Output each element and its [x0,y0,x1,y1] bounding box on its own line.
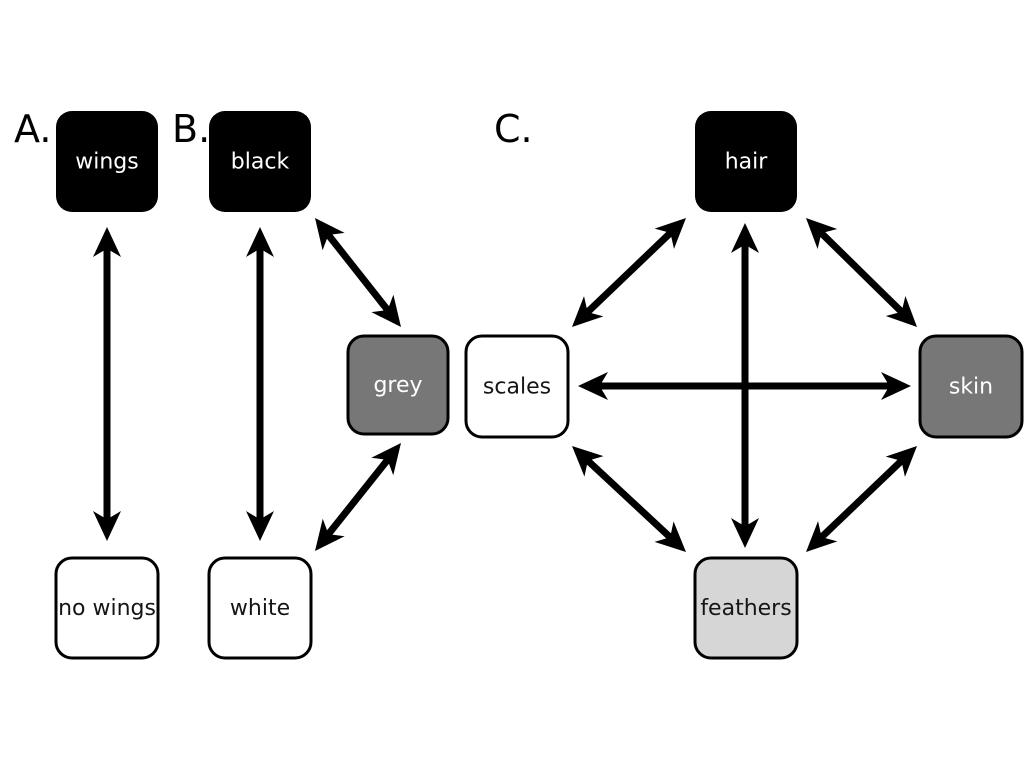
node-label-white: white [230,596,290,621]
node-box-black[interactable] [209,111,311,212]
edge-wings-to-no-wings [93,227,121,541]
node-feathers[interactable]: feathers [693,556,799,660]
node-box-skin[interactable] [918,334,1024,439]
node-box-hair[interactable] [695,111,797,212]
edge-scales-to-hair [572,218,686,327]
edge-feathers-to-skin [806,446,917,552]
node-wings[interactable]: wings [56,111,158,212]
node-grey[interactable]: grey [346,334,450,436]
node-label-black: black [231,150,290,175]
edge-grey-to-white [315,443,401,551]
node-box-grey[interactable] [346,334,450,436]
nodes-layer: wings no wings black grey white hair scales ski… [54,111,1024,660]
node-box-scales[interactable] [464,334,570,439]
node-label-grey: grey [373,373,422,398]
node-label-no-wings: no wings [58,596,156,621]
node-box-no-wings[interactable] [54,556,160,660]
node-box-feathers[interactable] [693,556,799,660]
node-label-skin: skin [949,375,993,400]
edge-hair-to-feathers [731,223,759,548]
node-label-feathers: feathers [700,596,791,621]
panel-label-B: B. [172,107,210,151]
edge-black-to-white [246,227,274,541]
node-box-wings[interactable] [56,111,158,212]
panel-label-A: A. [14,107,51,151]
node-label-wings: wings [75,150,138,175]
node-white[interactable]: white [207,556,313,660]
edge-hair-to-skin [806,218,917,327]
node-box-white[interactable] [207,556,313,660]
panel-labels-layer: A. B. C. [14,107,533,151]
node-no-wings[interactable]: no wings [54,556,160,660]
edge-black-to-grey [315,218,401,327]
node-scales[interactable]: scales [464,334,570,439]
node-label-scales: scales [483,375,551,400]
node-hair[interactable]: hair [695,111,797,212]
edges-layer [93,218,917,552]
node-black[interactable]: black [209,111,311,212]
node-skin[interactable]: skin [918,334,1024,439]
edge-scales-to-feathers [572,446,686,552]
panel-label-C: C. [494,107,533,151]
node-label-hair: hair [725,150,769,175]
